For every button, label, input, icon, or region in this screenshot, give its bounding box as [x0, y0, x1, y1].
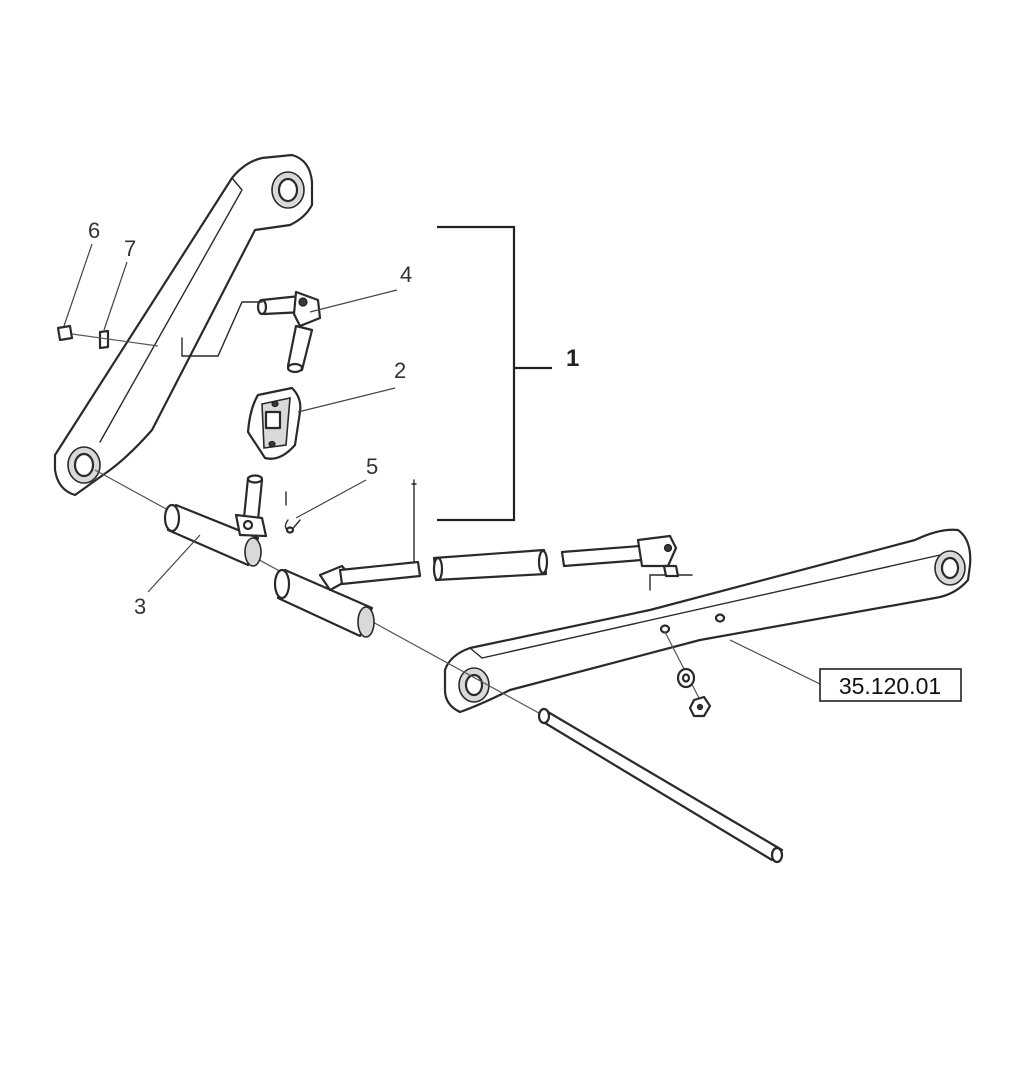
leader-lines — [63, 243, 821, 685]
threaded-rod-assembly — [338, 479, 680, 586]
long-pin — [537, 707, 784, 864]
callout-5: 5 — [366, 454, 378, 479]
callout-3: 3 — [134, 594, 146, 619]
bolt-washer-parts-6-7 — [56, 301, 263, 357]
assembly-bracket — [437, 225, 516, 522]
turnbuckle-block-part-2 — [246, 386, 302, 460]
nut-and-washer — [664, 631, 712, 718]
reference-box[interactable]: 35.120.01 — [819, 668, 962, 702]
callout-7: 7 — [124, 236, 136, 261]
callout-1: 1 — [566, 345, 579, 372]
reference-label: 35.120.01 — [839, 673, 941, 699]
forked-tube — [273, 564, 375, 638]
callout-4: 4 — [400, 262, 412, 287]
callout-2: 2 — [394, 358, 406, 383]
lower-clevis — [234, 474, 268, 538]
clip-part-5 — [284, 491, 301, 534]
upper-lift-arm — [53, 153, 314, 497]
lower-lift-arm — [443, 528, 972, 714]
callout-6: 6 — [88, 218, 100, 243]
clevis-part-4 — [256, 290, 322, 374]
tube-part-3 — [163, 503, 262, 567]
